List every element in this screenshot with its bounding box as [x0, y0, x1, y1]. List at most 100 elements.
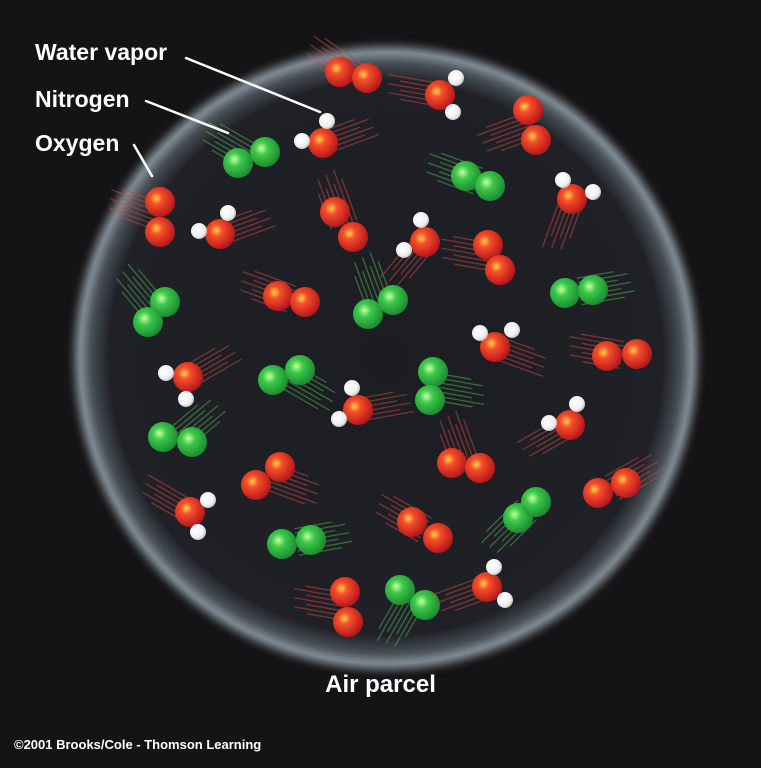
nitrogen-leader-line [144, 99, 230, 135]
water-vapor-molecule [387, 70, 464, 120]
air-parcel-label: Air parcel [325, 671, 436, 698]
hydrogen-atom [448, 70, 464, 86]
oxygen-molecule [437, 410, 495, 483]
water-vapor-molecule [158, 345, 242, 407]
hydrogen-atom [504, 322, 520, 338]
nitrogen-molecule [148, 399, 226, 457]
motion-trail-line [266, 479, 307, 496]
motion-trail-line [341, 178, 358, 221]
nitrogen-atom [378, 285, 408, 315]
hydrogen-atom [472, 325, 488, 341]
oxygen-atom [145, 217, 175, 247]
oxygen-atom [473, 230, 503, 260]
molecules-layer [108, 35, 665, 647]
motion-trail-line [442, 256, 493, 268]
hydrogen-atom [541, 415, 557, 431]
water-vapor-molecule [294, 113, 379, 158]
nitrogen-molecule [202, 121, 280, 178]
water-vapor-molecule [542, 172, 601, 250]
nitrogen-atom [296, 525, 326, 555]
hydrogen-atom [569, 396, 585, 412]
nitrogen-atom [385, 575, 415, 605]
oxygen-molecule [240, 270, 320, 317]
motion-trail-line [281, 382, 330, 411]
nitrogen-molecule [116, 263, 180, 337]
water-vapor-molecule [472, 322, 546, 377]
oxygen-atom [333, 607, 363, 637]
oxygen-molecule [477, 95, 551, 155]
hydrogen-atom [555, 172, 571, 188]
water-oxygen-atom [173, 362, 203, 392]
nitrogen-atom [177, 427, 207, 457]
nitrogen-atom [521, 487, 551, 517]
nitrogen-molecule [481, 487, 551, 553]
leader-lines [132, 56, 322, 178]
water-vapor-leader-line [184, 56, 322, 114]
nitrogen-label: Nitrogen [35, 86, 130, 112]
water-oxygen-atom [175, 497, 205, 527]
oxygen-atom [330, 577, 360, 607]
nitrogen-atom [258, 365, 288, 395]
motion-trail-line [219, 123, 259, 147]
oxygen-atom [265, 452, 295, 482]
motion-trail-line [361, 256, 382, 308]
water-oxygen-atom [410, 227, 440, 257]
nitrogen-molecule [267, 521, 353, 559]
hydrogen-atom [497, 592, 513, 608]
hydrogen-atom [220, 205, 236, 221]
oxygen-atom [325, 57, 355, 87]
oxygen-molecule [293, 577, 363, 637]
hydrogen-atom [585, 184, 601, 200]
motion-trail-line [576, 270, 615, 279]
motion-trail-line [455, 410, 476, 463]
nitrogen-atom [353, 299, 383, 329]
motion-trail-line [431, 385, 484, 396]
water-vapor-molecule [331, 380, 415, 427]
oxygen-atom [513, 95, 543, 125]
oxygen-atom [583, 478, 613, 508]
oxygen-atom [241, 470, 271, 500]
nitrogen-atom [578, 275, 608, 305]
nitrogen-atom [285, 355, 315, 385]
oxygen-atom [263, 281, 293, 311]
nitrogen-molecule [550, 270, 635, 308]
hydrogen-atom [413, 212, 429, 228]
motion-trail-line [174, 409, 206, 437]
motion-trail-line [263, 488, 305, 505]
hydrogen-atom [294, 133, 310, 149]
water-oxygen-atom [472, 572, 502, 602]
water-oxygen-atom [480, 332, 510, 362]
oxygen-molecule [306, 35, 382, 93]
oxygen-molecule [441, 230, 515, 285]
oxygen-atom [437, 448, 467, 478]
hydrogen-atom [486, 559, 502, 575]
oxygen-molecule [376, 494, 453, 553]
nitrogen-atom [148, 422, 178, 452]
hydrogen-atom [319, 113, 335, 129]
motion-trail-line [324, 38, 362, 65]
nitrogen-atom [451, 161, 481, 191]
motion-trail-line [264, 483, 317, 504]
nitrogen-molecule [258, 355, 336, 411]
motion-trail-line [481, 124, 533, 144]
motion-trail-line [580, 333, 625, 343]
oxygen-atom [521, 125, 551, 155]
motion-trail-line [437, 180, 474, 195]
water-oxygen-atom [308, 128, 338, 158]
water-oxygen-atom [425, 80, 455, 110]
motion-trail-line [171, 399, 212, 434]
water-oxygen-atom [557, 184, 587, 214]
nitrogen-atom [150, 287, 180, 317]
water-vapor-molecule [142, 474, 216, 540]
water-oxygen-atom [343, 395, 373, 425]
hydrogen-atom [158, 365, 174, 381]
motion-trail-line [168, 404, 199, 430]
oxygen-atom [320, 197, 350, 227]
nitrogen-atom [410, 590, 440, 620]
oxygen-atom [485, 255, 515, 285]
oxygen-molecule [583, 454, 665, 508]
oxygen-atom [423, 523, 453, 553]
motion-trail-line [604, 456, 639, 477]
nitrogen-atom [250, 137, 280, 167]
